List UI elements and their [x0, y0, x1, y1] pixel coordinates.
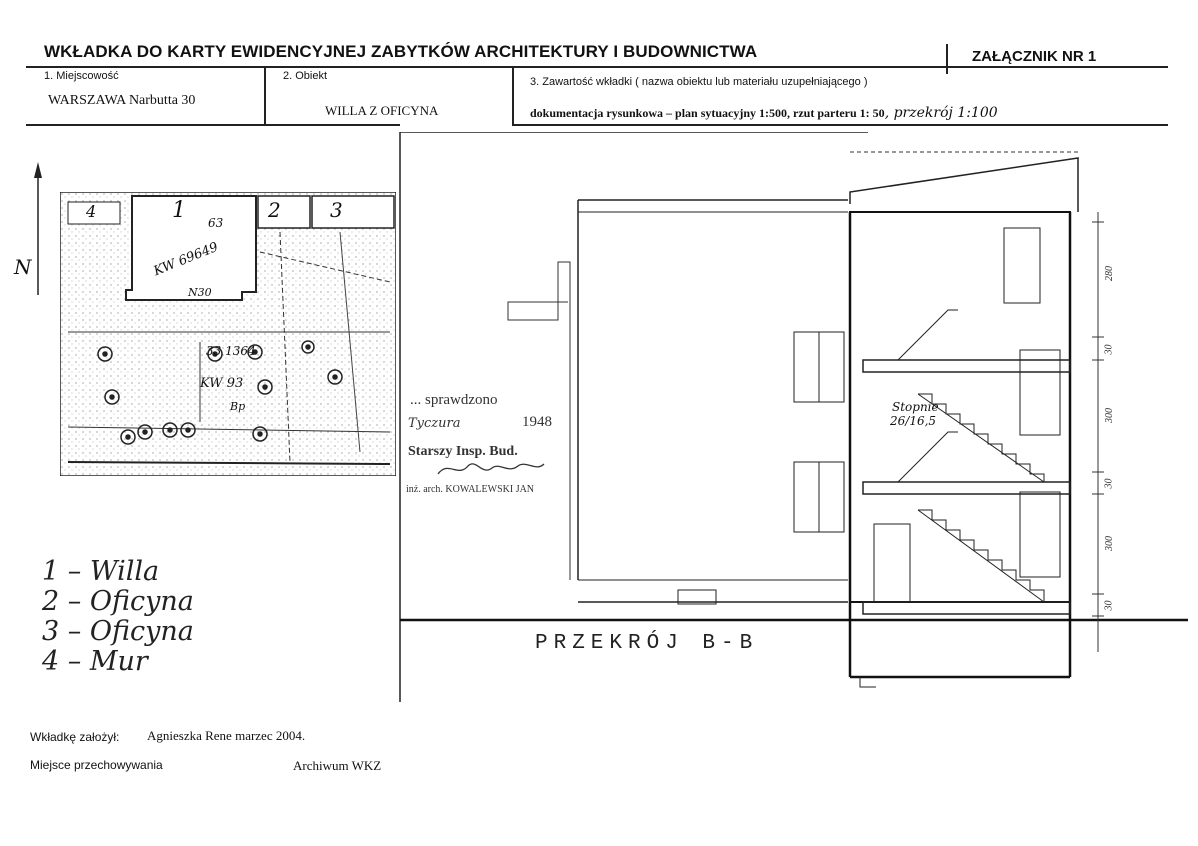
legend-item-oficyna-3: 3 – Oficyna: [42, 616, 194, 647]
plot-number-1: 1: [172, 198, 186, 223]
section-drawing: 280 30 300 30 300 30 Stopnie 26/16,5: [398, 132, 1188, 702]
plot-number-4: 4: [86, 202, 97, 221]
storage-value: Archiwum WKZ: [293, 758, 382, 773]
field-divider-2: [512, 67, 514, 125]
locality-value: WARSZAWA Narbutta 30: [48, 93, 196, 108]
parcel-label-e: KW 93: [200, 376, 244, 391]
north-arrow-icon: [34, 162, 42, 295]
dimension-30-c: 30: [1103, 600, 1115, 611]
approval-stamp: ... sprawdzono Tyczura 1948 Starszy Insp…: [406, 392, 586, 502]
locality-label: 1. Miejscowość: [44, 70, 119, 82]
dimension-30-b: 30: [1103, 478, 1115, 489]
site-plan: 1 2 3 4 63 KW 69649 N30 33 1364 KW 93 Bp: [60, 192, 396, 476]
dimension-300-a: 300: [1104, 408, 1115, 423]
content-label: 3. Zawartość wkładki ( nazwa obiektu lub…: [530, 76, 868, 88]
document-title: WKŁADKA DO KARTY EWIDENCYJNEJ ZABYTKÓW A…: [44, 42, 758, 61]
created-by-value: Agnieszka Rene marzec 2004.: [147, 728, 306, 743]
field-divider-1: [264, 67, 266, 125]
content-typed: dokumentacja rysunkowa – plan sytuacyjny…: [530, 106, 885, 120]
plot-number-3: 3: [330, 198, 343, 222]
object-value: WILLA Z OFICYNA: [325, 103, 439, 118]
signature-icon: [437, 463, 545, 475]
stairs-note-line1: Stopnie: [892, 400, 939, 414]
storage-label: Miejsce przechowywania: [30, 758, 163, 772]
north-mark: N: [14, 255, 32, 279]
stamp-handwritten-name: Tyczura: [408, 416, 461, 431]
dimension-30-a: 30: [1103, 344, 1115, 355]
field-bottom-rule-right: [512, 124, 1168, 126]
annex-label: ZAŁĄCZNIK NR 1: [972, 48, 1097, 65]
site-plan-drawing: [60, 192, 396, 476]
stamp-architect: inż. arch. KOWALEWSKI JAN: [406, 484, 535, 495]
content-handwritten: , przekrój 1:100: [884, 105, 998, 121]
section-label: PRZEKRÓJ B-B: [535, 632, 759, 655]
legend-item-mur: 4 – Mur: [42, 646, 148, 677]
content-value: dokumentacja rysunkowa – plan sytuacyjny…: [530, 104, 998, 122]
stamp-checked: ... sprawdzono: [410, 392, 498, 408]
header-rule: [26, 66, 1168, 68]
parcel-label-a: 63: [208, 216, 224, 230]
dimension-280: 280: [1104, 266, 1115, 281]
plot-number-2: 2: [268, 198, 281, 222]
field-bottom-rule: [26, 124, 400, 126]
section-drawing-lines: [399, 132, 1188, 702]
parcel-label-d: 33 1364: [206, 344, 256, 358]
object-label: 2. Obiekt: [283, 70, 328, 82]
header-divider-vertical: [946, 44, 948, 74]
dimension-300-b: 300: [1104, 536, 1115, 551]
parcel-label-f: Bp: [230, 400, 246, 413]
stairs-note-line2: 26/16,5: [890, 414, 937, 428]
created-by-label: Wkładkę założył:: [30, 730, 120, 744]
stamp-title: Starszy Insp. Bud.: [408, 444, 518, 459]
stamp-year: 1948: [522, 414, 552, 430]
legend-item-willa: 1 – Willa: [42, 556, 160, 587]
legend-item-oficyna-2: 2 – Oficyna: [42, 586, 194, 617]
parcel-label-c: N30: [188, 286, 212, 299]
